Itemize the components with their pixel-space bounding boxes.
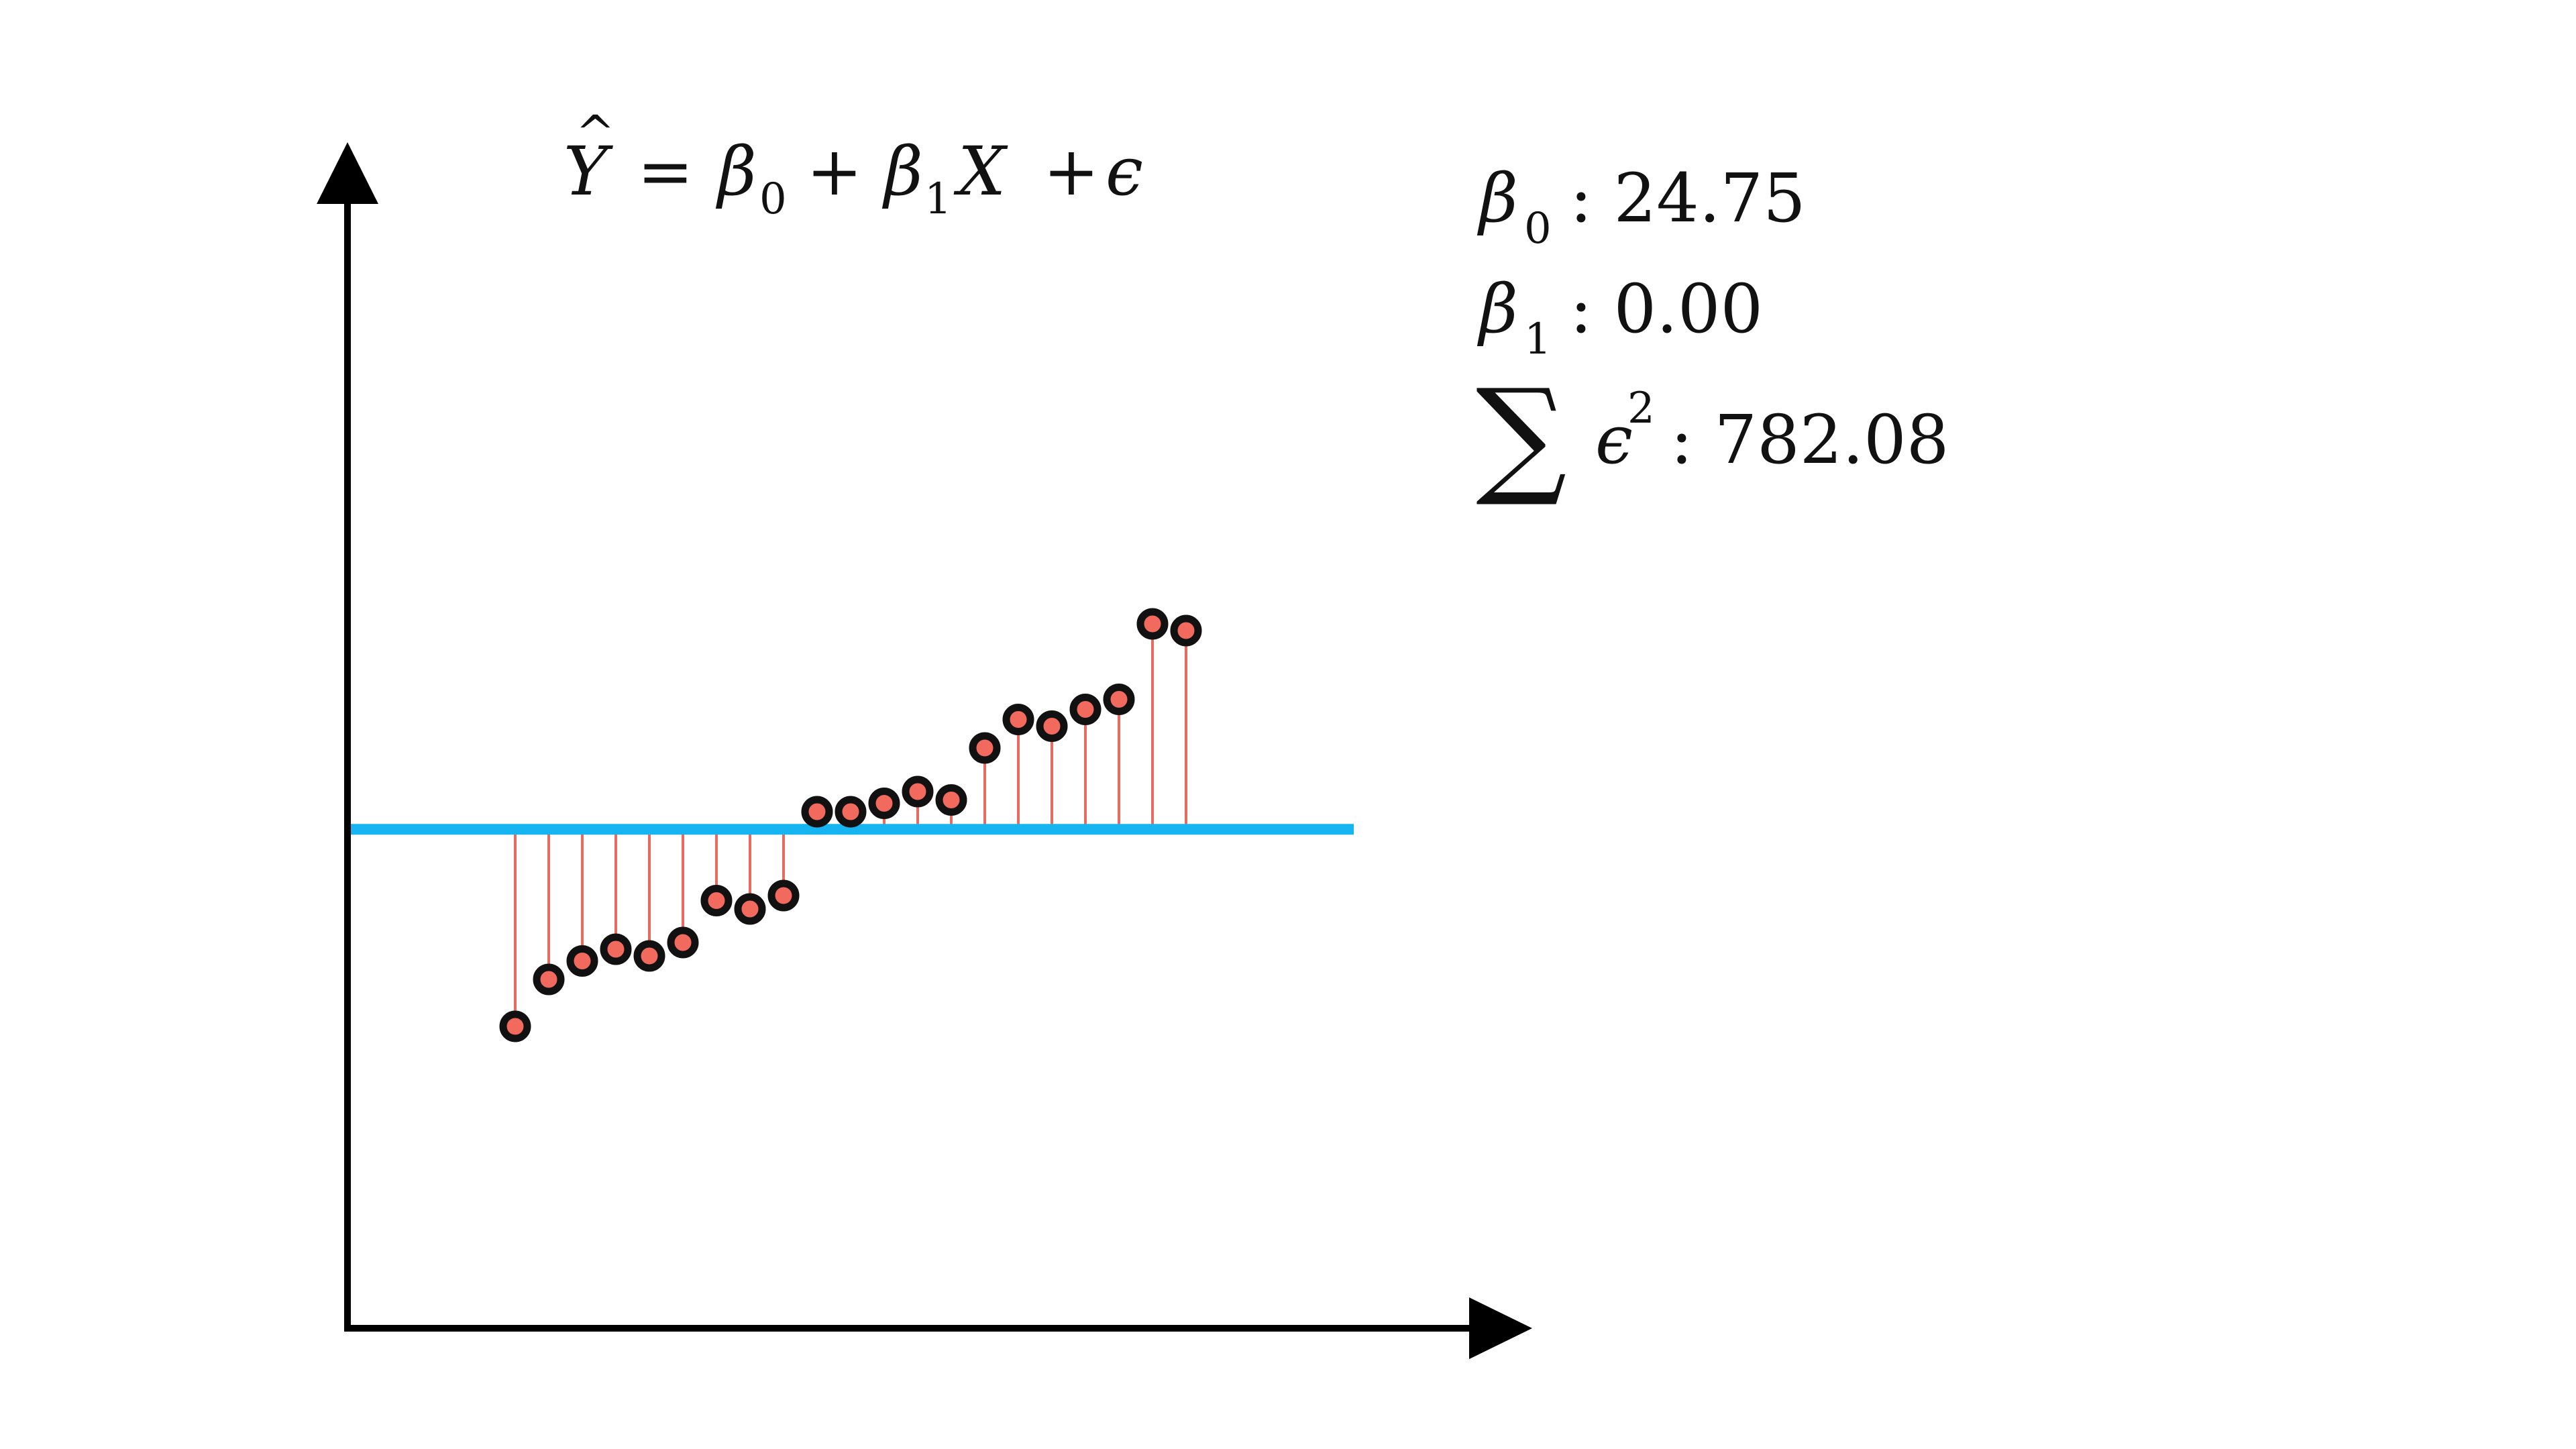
beta0-symbol: β — [1477, 159, 1518, 237]
epsilon-symbol: ϵ — [1595, 400, 1633, 479]
equation-x: X — [953, 132, 1008, 211]
data-point-0 — [499, 1010, 531, 1042]
equation-equals: = — [637, 132, 694, 211]
sse-value: : 782.08 — [1670, 400, 1949, 479]
data-point-5 — [667, 926, 699, 959]
data-point-13 — [935, 784, 967, 816]
data-point-7 — [734, 893, 766, 925]
stats-panel: β 0 : 24.75 β 1 : 0.00 ∑ ϵ 2 : 782.08 — [1476, 159, 1949, 510]
equation-beta1-sub: 1 — [924, 174, 952, 224]
axes — [317, 142, 1532, 1359]
data-point-12 — [902, 775, 934, 808]
data-point-14 — [969, 732, 1001, 764]
data-point-1 — [533, 963, 565, 996]
data-point-10 — [835, 796, 867, 828]
data-point-15 — [1002, 704, 1034, 735]
data-point-19 — [1136, 608, 1169, 640]
equation-epsilon: ϵ — [1106, 132, 1143, 211]
data-point-4 — [633, 940, 665, 972]
data-point-6 — [700, 885, 733, 916]
equation-hat: ^ — [576, 105, 615, 160]
sum-symbol: ∑ — [1476, 362, 1567, 510]
svg-text:Y: Y — [564, 132, 613, 211]
equation-beta0: β — [715, 132, 757, 211]
equation-beta1: β — [881, 132, 923, 211]
data-point-20 — [1170, 614, 1202, 647]
equation-y: Y — [564, 132, 613, 211]
data-point-11 — [868, 788, 900, 819]
data-point-18 — [1103, 684, 1135, 715]
data-point-2 — [566, 945, 598, 977]
beta1-value: : 0.00 — [1570, 270, 1763, 348]
beta1-symbol: β — [1477, 270, 1518, 348]
data-point-16 — [1036, 710, 1068, 742]
data-point-9 — [801, 796, 833, 828]
equation-beta0-sub: 0 — [759, 174, 787, 224]
beta1-subscript: 1 — [1524, 315, 1552, 364]
data-points — [499, 608, 1202, 1042]
x-axis-arrow — [1469, 1297, 1532, 1359]
epsilon-superscript: 2 — [1627, 384, 1655, 433]
beta0-value: : 24.75 — [1570, 159, 1806, 237]
data-point-8 — [767, 879, 800, 912]
regression-equation: Y ^ = β 0 + β 1 X + ϵ — [564, 105, 1143, 224]
data-point-3 — [600, 933, 632, 965]
data-point-17 — [1069, 694, 1102, 725]
equation-plus-2: + — [1043, 132, 1099, 211]
equation-plus-1: + — [806, 132, 863, 211]
y-axis-arrow — [317, 142, 378, 204]
beta0-subscript: 0 — [1524, 204, 1552, 254]
